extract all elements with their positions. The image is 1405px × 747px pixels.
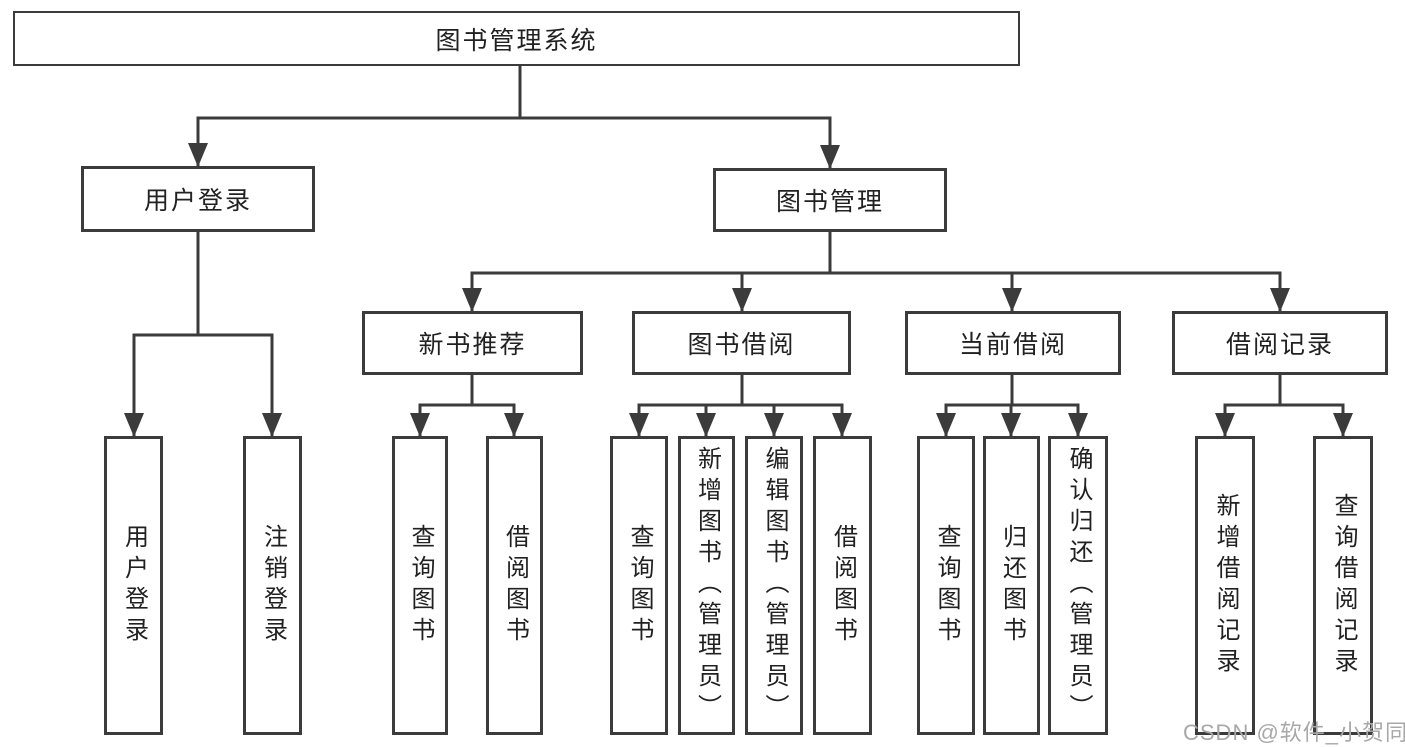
node-label: 注销登录 [259, 523, 287, 648]
node-label: 新增借阅记录 [1212, 492, 1239, 679]
csdn-watermark: CSDN @软件_小贺同学 [1183, 720, 1405, 745]
leaf-return-books: 归还图书 [983, 436, 1040, 735]
node-label: 查询图书 [933, 523, 960, 648]
node-label: 借阅图书 [829, 523, 857, 648]
leaf-logout: 注销登录 [243, 436, 302, 735]
node-label: 图书管理系统 [435, 26, 598, 55]
node-label: 用户登录 [120, 523, 148, 648]
node-label: 归还图书 [998, 523, 1026, 648]
node-label: 查询借阅记录 [1330, 492, 1357, 679]
leaf-query-books-recommend: 查询图书 [392, 436, 448, 735]
node-label: 当前借阅 [958, 331, 1067, 359]
node-label: 图书管理 [775, 188, 884, 216]
node-current-borrow: 当前借阅 [905, 311, 1121, 375]
node-book-borrow: 图书借阅 [632, 311, 851, 375]
node-label: 确认归还（管理员） [1065, 446, 1092, 725]
leaf-user-login: 用户登录 [104, 436, 163, 735]
leaf-borrow-books-recommend: 借阅图书 [486, 436, 543, 735]
leaf-confirm-return-admin: 确认归还（管理员） [1048, 436, 1108, 735]
node-label: 查询图书 [626, 523, 653, 648]
leaf-add-books-admin: 新增图书（管理员） [678, 436, 735, 735]
node-borrow-record: 借阅记录 [1172, 311, 1388, 375]
node-root-system: 图书管理系统 [13, 11, 1020, 66]
node-label: 编辑图书（管理员） [761, 446, 788, 725]
node-new-book-recommend: 新书推荐 [362, 311, 583, 375]
node-label: 借阅记录 [1225, 331, 1334, 359]
node-label: 用户登录 [143, 187, 252, 215]
leaf-query-borrow-record: 查询借阅记录 [1313, 436, 1373, 735]
node-book-management: 图书管理 [713, 168, 947, 232]
node-label: 借阅图书 [501, 523, 529, 648]
leaf-query-books-current: 查询图书 [917, 436, 975, 735]
node-label: 新书推荐 [418, 331, 527, 359]
leaf-add-borrow-record: 新增借阅记录 [1195, 436, 1255, 735]
leaf-edit-books-admin: 编辑图书（管理员） [745, 436, 803, 735]
node-user-login: 用户登录 [81, 166, 315, 232]
leaf-borrow-books: 借阅图书 [813, 436, 872, 735]
node-label: 查询图书 [407, 523, 434, 648]
leaf-query-books-borrow: 查询图书 [610, 436, 668, 735]
node-label: 图书借阅 [687, 331, 796, 359]
node-label: 新增图书（管理员） [693, 446, 721, 725]
